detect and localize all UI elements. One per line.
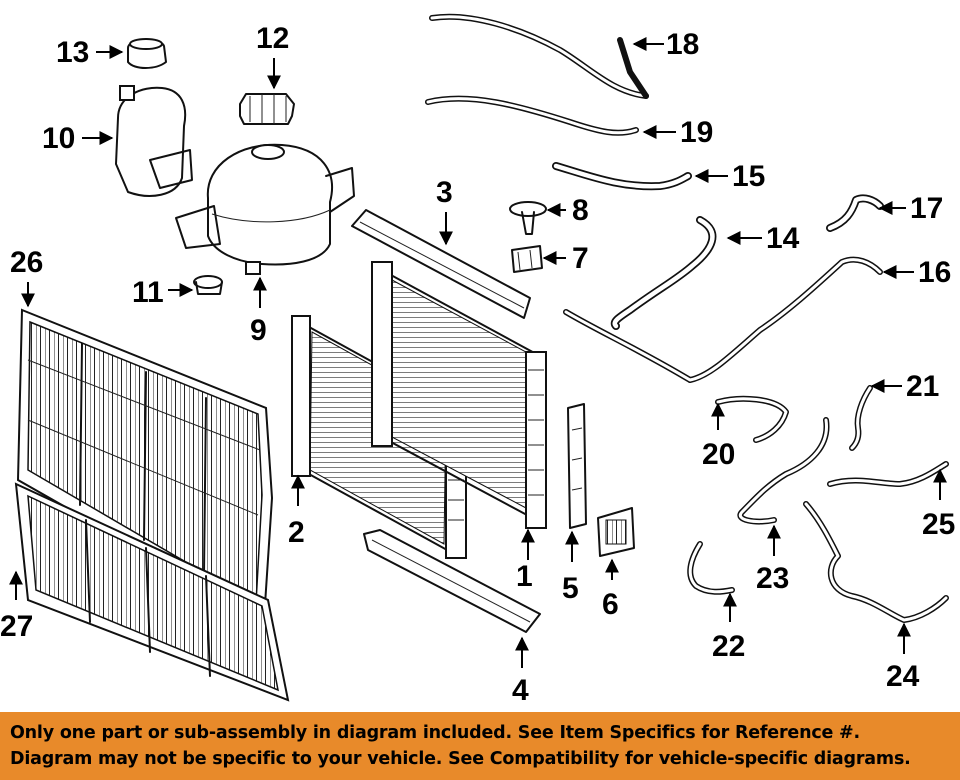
callout-21: 21	[906, 370, 939, 403]
callout-5: 5	[562, 572, 579, 605]
lower-air-guide-part-4	[363, 529, 541, 633]
disclaimer-banner: Only one part or sub-assembly in diagram…	[0, 712, 960, 780]
hose-part-21	[849, 385, 873, 451]
disclaimer-line-2: Diagram may not be specific to your vehi…	[10, 749, 911, 769]
callout-14: 14	[766, 222, 800, 255]
clip-part-7	[511, 245, 543, 273]
upper-air-guide-part-3	[351, 209, 531, 319]
hose-part-25	[827, 461, 949, 487]
callout-9: 9	[250, 314, 267, 347]
radiator-part-1	[371, 261, 547, 529]
plug-part-11	[193, 275, 223, 295]
callout-3: 3	[436, 176, 453, 209]
callout-16: 16	[918, 256, 951, 289]
callout-6: 6	[602, 588, 619, 621]
bracket-part-6	[597, 507, 635, 557]
side-seal-part-5	[567, 403, 587, 529]
callout-2: 2	[288, 516, 305, 549]
callout-22: 22	[712, 630, 745, 663]
callouts: 1 2 3 4 5 6 7 8 9 10 11 12 13 14 15 16 1	[0, 22, 955, 707]
callout-20: 20	[702, 438, 735, 471]
lower-grille-part-27	[14, 482, 290, 702]
callout-17: 17	[910, 192, 943, 225]
callout-13: 13	[56, 36, 89, 69]
callout-4: 4	[512, 674, 529, 707]
expansion-tank-part-9	[175, 143, 355, 275]
cap-part-13	[127, 38, 167, 69]
callout-25: 25	[922, 508, 955, 541]
callout-8: 8	[572, 194, 589, 227]
hose-part-17	[826, 194, 884, 232]
disclaimer-line-1: Only one part or sub-assembly in diagram…	[10, 723, 860, 743]
hose-part-22	[687, 541, 735, 595]
clip-part-8	[509, 201, 547, 235]
hose-part-15	[552, 162, 692, 191]
callout-26: 26	[10, 246, 43, 279]
callout-1: 1	[516, 560, 533, 593]
callout-19: 19	[680, 116, 713, 149]
callout-18: 18	[666, 28, 699, 61]
callout-12: 12	[256, 22, 289, 55]
callout-15: 15	[732, 160, 765, 193]
hose-part-23	[737, 417, 830, 525]
upper-grille-part-26	[16, 308, 274, 622]
callout-11: 11	[132, 276, 164, 309]
cap-part-12	[239, 93, 295, 125]
hose-part-20	[715, 395, 789, 443]
parts-diagram: 1 2 3 4 5 6 7 8 9 10 11 12 13 14 15 16 1	[0, 13, 955, 707]
hose-part-18	[429, 13, 649, 99]
hose-part-16	[563, 256, 883, 383]
callout-10: 10	[42, 122, 75, 155]
reservoir-part-10	[115, 85, 193, 197]
hose-part-14	[610, 216, 717, 330]
callout-23: 23	[756, 562, 789, 595]
callout-24: 24	[886, 660, 920, 693]
hose-part-24	[803, 501, 949, 623]
hose-part-19	[425, 95, 639, 136]
callout-7: 7	[572, 242, 589, 275]
callout-27: 27	[0, 610, 33, 643]
